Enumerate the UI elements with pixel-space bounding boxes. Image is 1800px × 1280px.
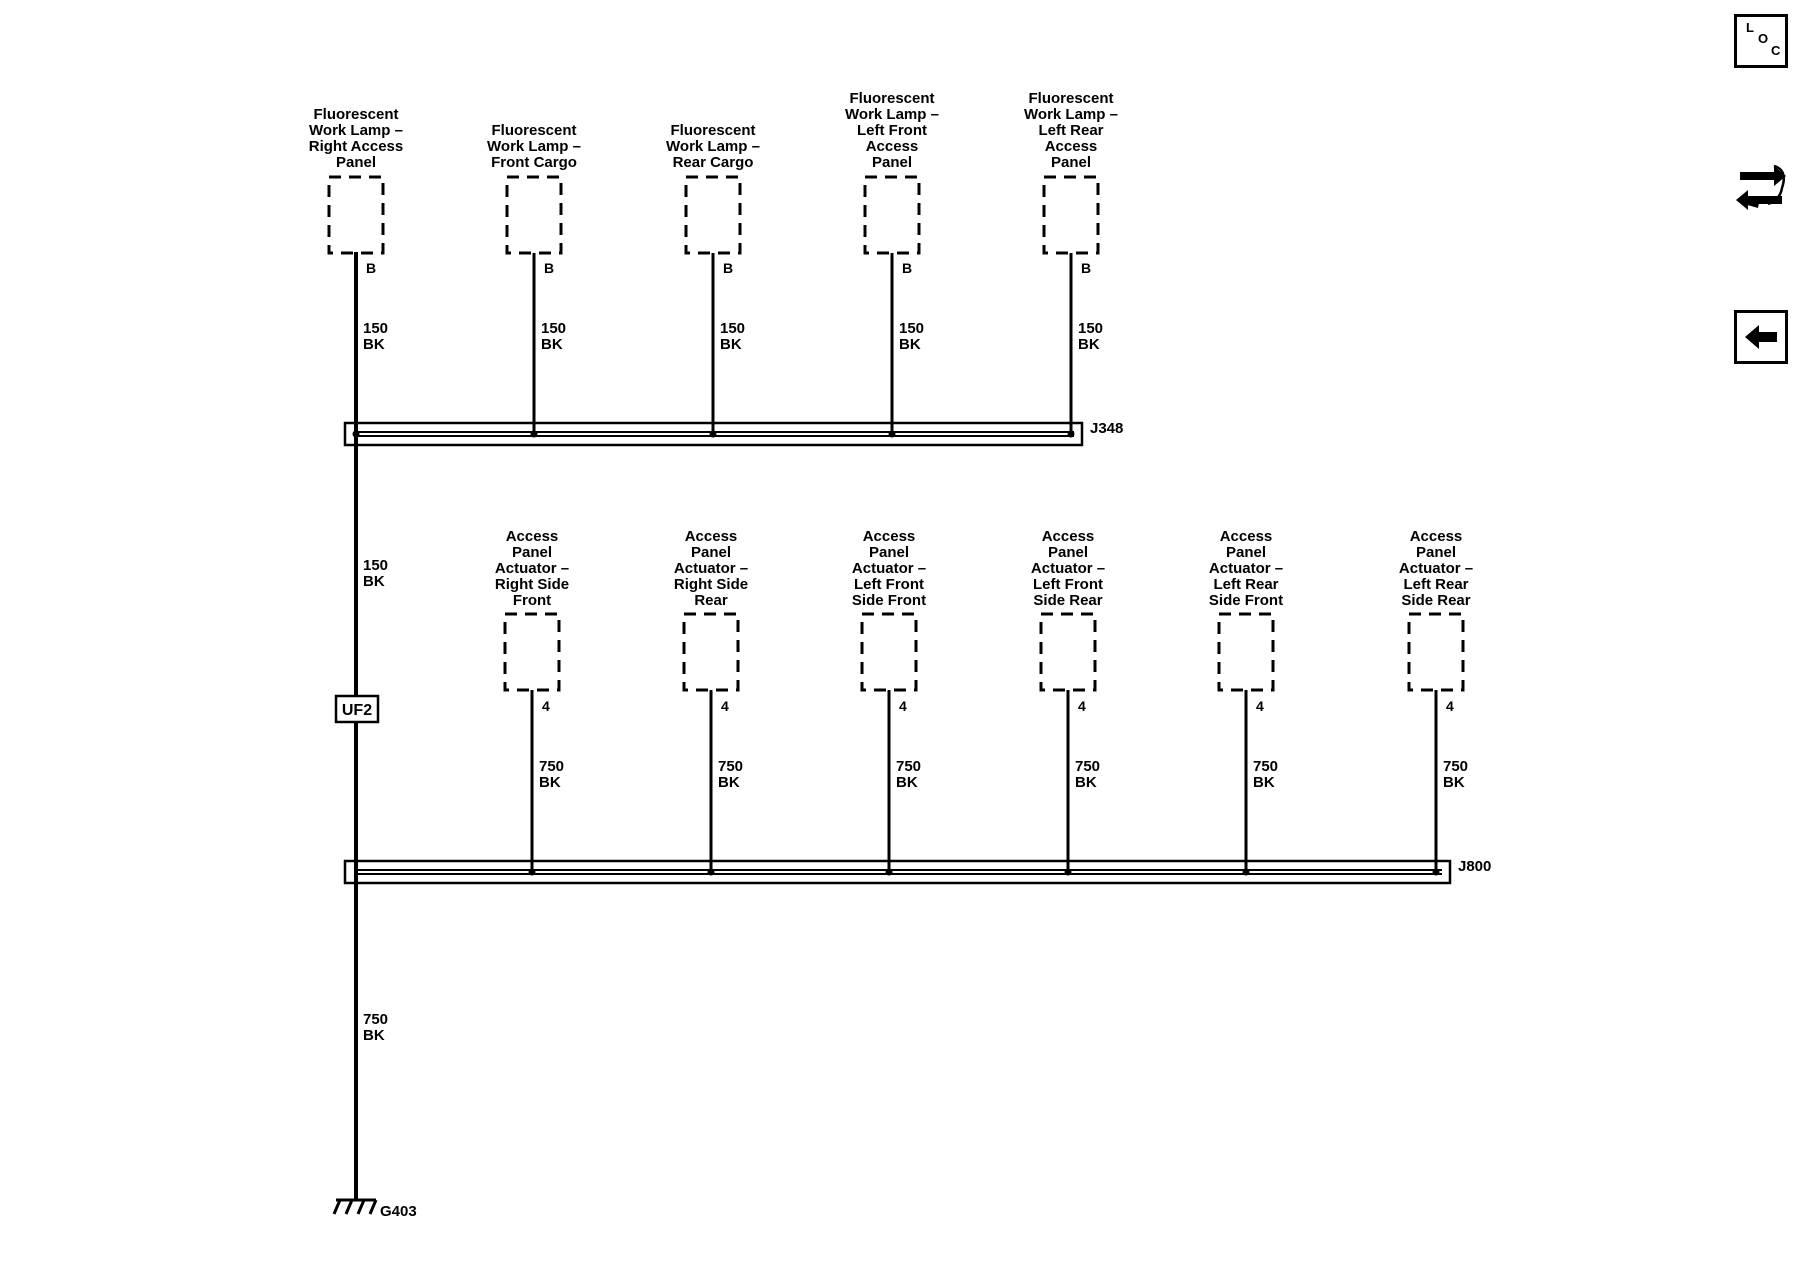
upper-component-pin-4: B	[1081, 260, 1091, 276]
lower-component-splice-dot-1	[707, 868, 715, 876]
loc-c-letter: C	[1771, 43, 1781, 58]
upper-component-pin-3: B	[902, 260, 912, 276]
lower-component-splice-dot-3	[1064, 868, 1072, 876]
signal-flow-icon	[1736, 164, 1786, 210]
ground-g403-label: G403	[380, 1203, 417, 1220]
upper-component-pin-0: B	[366, 260, 376, 276]
back-arrow-icon	[1745, 325, 1777, 349]
lower-component-box-1	[682, 612, 740, 692]
upper-component-box-1	[505, 175, 563, 255]
ground-hatch-0	[332, 1199, 342, 1215]
upper-component-box-3	[863, 175, 921, 255]
ground-hatch-1	[344, 1199, 354, 1215]
lower-component-box-0	[503, 612, 561, 692]
lower-component-pin-3: 4	[1078, 698, 1086, 714]
lower-component-splice-dot-0	[528, 868, 536, 876]
upper-component-pin-2: B	[723, 260, 733, 276]
splice-j800-label: J800	[1458, 858, 1491, 875]
lower-component-pin-4: 4	[1256, 698, 1264, 714]
upper-component-box-2	[684, 175, 742, 255]
lower-component-pin-2: 4	[899, 698, 907, 714]
lower-component-pin-1: 4	[721, 698, 729, 714]
upper-component-box-0	[327, 175, 385, 255]
signal-flow-button[interactable]	[1734, 158, 1788, 212]
ground-hatch-3	[368, 1199, 378, 1215]
upper-component-splice-dot-0	[352, 430, 360, 438]
lower-component-box-4	[1217, 612, 1275, 692]
connector-uf2-label: UF2	[342, 702, 372, 719]
lower-component-box-3	[1039, 612, 1097, 692]
lower-component-splice-dot-5	[1432, 868, 1440, 876]
loc-o-letter: O	[1758, 31, 1769, 46]
lower-component-splice-dot-4	[1242, 868, 1250, 876]
lower-component-box-5	[1407, 612, 1465, 692]
lower-component-box-2	[860, 612, 918, 692]
ground-hatch-2	[356, 1199, 366, 1215]
lower-component-pin-5: 4	[1446, 698, 1454, 714]
upper-component-splice-dot-4	[1067, 430, 1075, 438]
location-button[interactable]: L O C	[1734, 14, 1788, 68]
lower-component-splice-dot-2	[885, 868, 893, 876]
upper-component-pin-1: B	[544, 260, 554, 276]
connector-uf2-box	[334, 694, 380, 724]
upper-component-splice-dot-3	[888, 430, 896, 438]
lower-component-pin-0: 4	[542, 698, 550, 714]
splice-j348-label: J348	[1090, 420, 1123, 437]
upper-component-splice-dot-2	[709, 430, 717, 438]
back-button[interactable]	[1734, 310, 1788, 364]
upper-component-splice-dot-1	[530, 430, 538, 438]
loc-l-letter: L	[1746, 20, 1754, 35]
splice-j800-outline	[343, 859, 1452, 885]
upper-component-box-4	[1042, 175, 1100, 255]
